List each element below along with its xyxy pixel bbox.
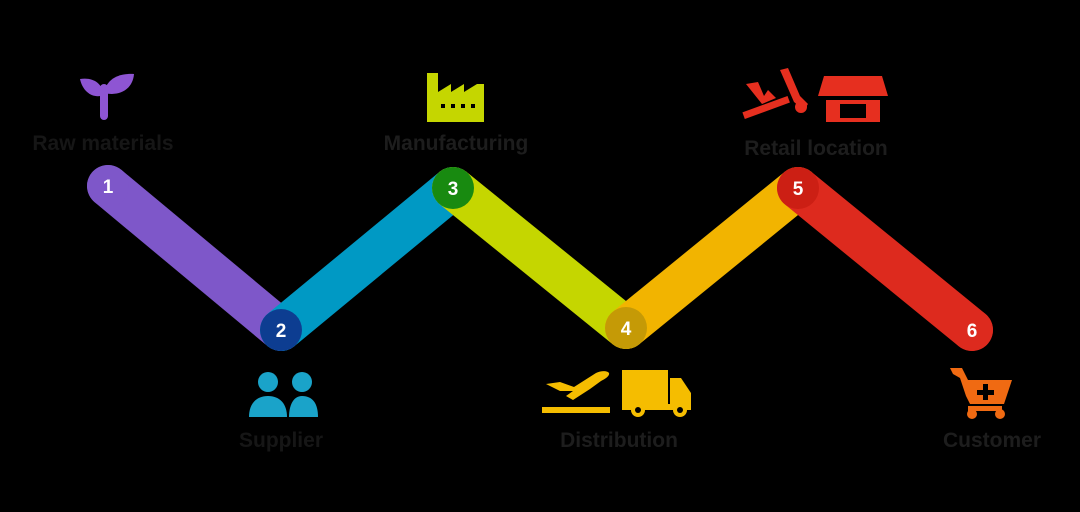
step-number: 3 (448, 179, 459, 200)
step-node-2: 2 (260, 309, 302, 351)
factory-icon (427, 73, 484, 122)
plane-truck-icon (542, 370, 691, 417)
segment-4-5 (605, 167, 819, 349)
sprout-icon (80, 73, 134, 120)
node-circle (260, 309, 302, 351)
step-number: 4 (621, 319, 632, 340)
step-label-supplier: Supplier (239, 429, 323, 452)
segment-2-3 (260, 167, 474, 351)
step-label-customer: Customer (943, 429, 1041, 452)
node-circle (777, 167, 819, 209)
segment-1-2 (87, 165, 302, 351)
step-node-3: 3 (432, 167, 474, 209)
node-circle (87, 165, 129, 207)
node-circle (951, 309, 993, 351)
cart-icon (950, 368, 1012, 419)
node-circle (432, 167, 474, 209)
step-label-raw-materials: Raw materials (32, 132, 173, 155)
shop-icon (742, 68, 888, 122)
step-node-6: 6 (951, 309, 993, 351)
segment-3-4 (432, 167, 647, 349)
step-number: 6 (967, 321, 978, 342)
step-label-manufacturing: Manufacturing (384, 132, 529, 155)
step-node-1: 1 (87, 165, 129, 207)
chain-path (87, 165, 993, 351)
step-label-distribution: Distribution (560, 429, 678, 452)
step-node-5: 5 (777, 167, 819, 209)
step-label-retail-location: Retail location (744, 137, 888, 160)
users-icon (249, 372, 318, 417)
node-circle (605, 307, 647, 349)
step-number: 5 (793, 179, 804, 200)
step-node-4: 4 (605, 307, 647, 349)
step-number: 1 (103, 177, 114, 198)
step-number: 2 (276, 321, 287, 342)
segment-5-6 (777, 167, 993, 351)
